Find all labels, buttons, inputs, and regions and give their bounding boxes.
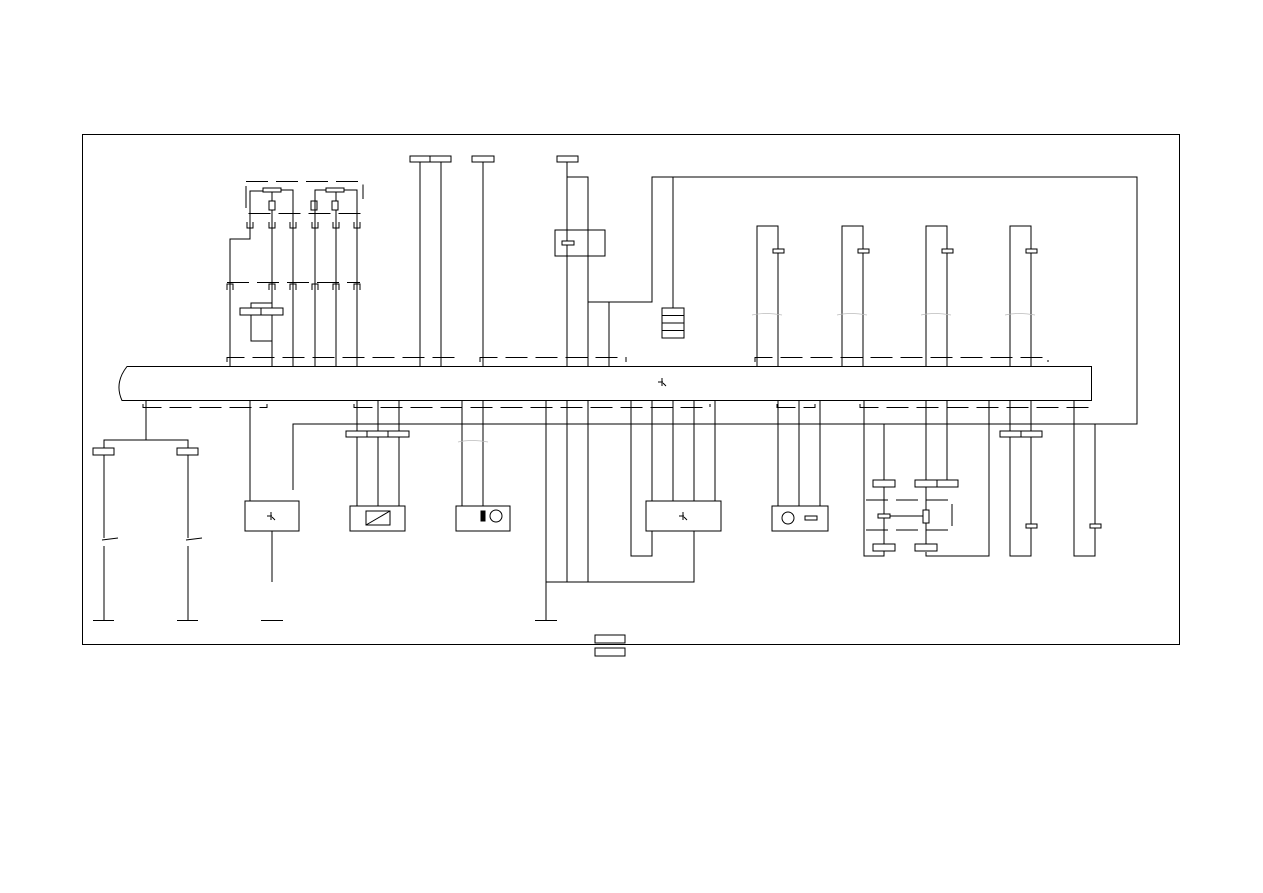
top-wires bbox=[292, 155, 1138, 490]
speed-sensors bbox=[751, 225, 1038, 366]
control-unit bbox=[118, 366, 1092, 401]
pedal-sensor-group bbox=[226, 181, 364, 366]
bottom-right-sensors bbox=[863, 400, 1102, 557]
title-block bbox=[594, 634, 626, 657]
connector-dashed-outlines bbox=[142, 357, 1090, 408]
bottom-modules bbox=[244, 400, 829, 621]
switch-circuits bbox=[92, 400, 203, 621]
diagram-frame bbox=[82, 134, 1180, 645]
